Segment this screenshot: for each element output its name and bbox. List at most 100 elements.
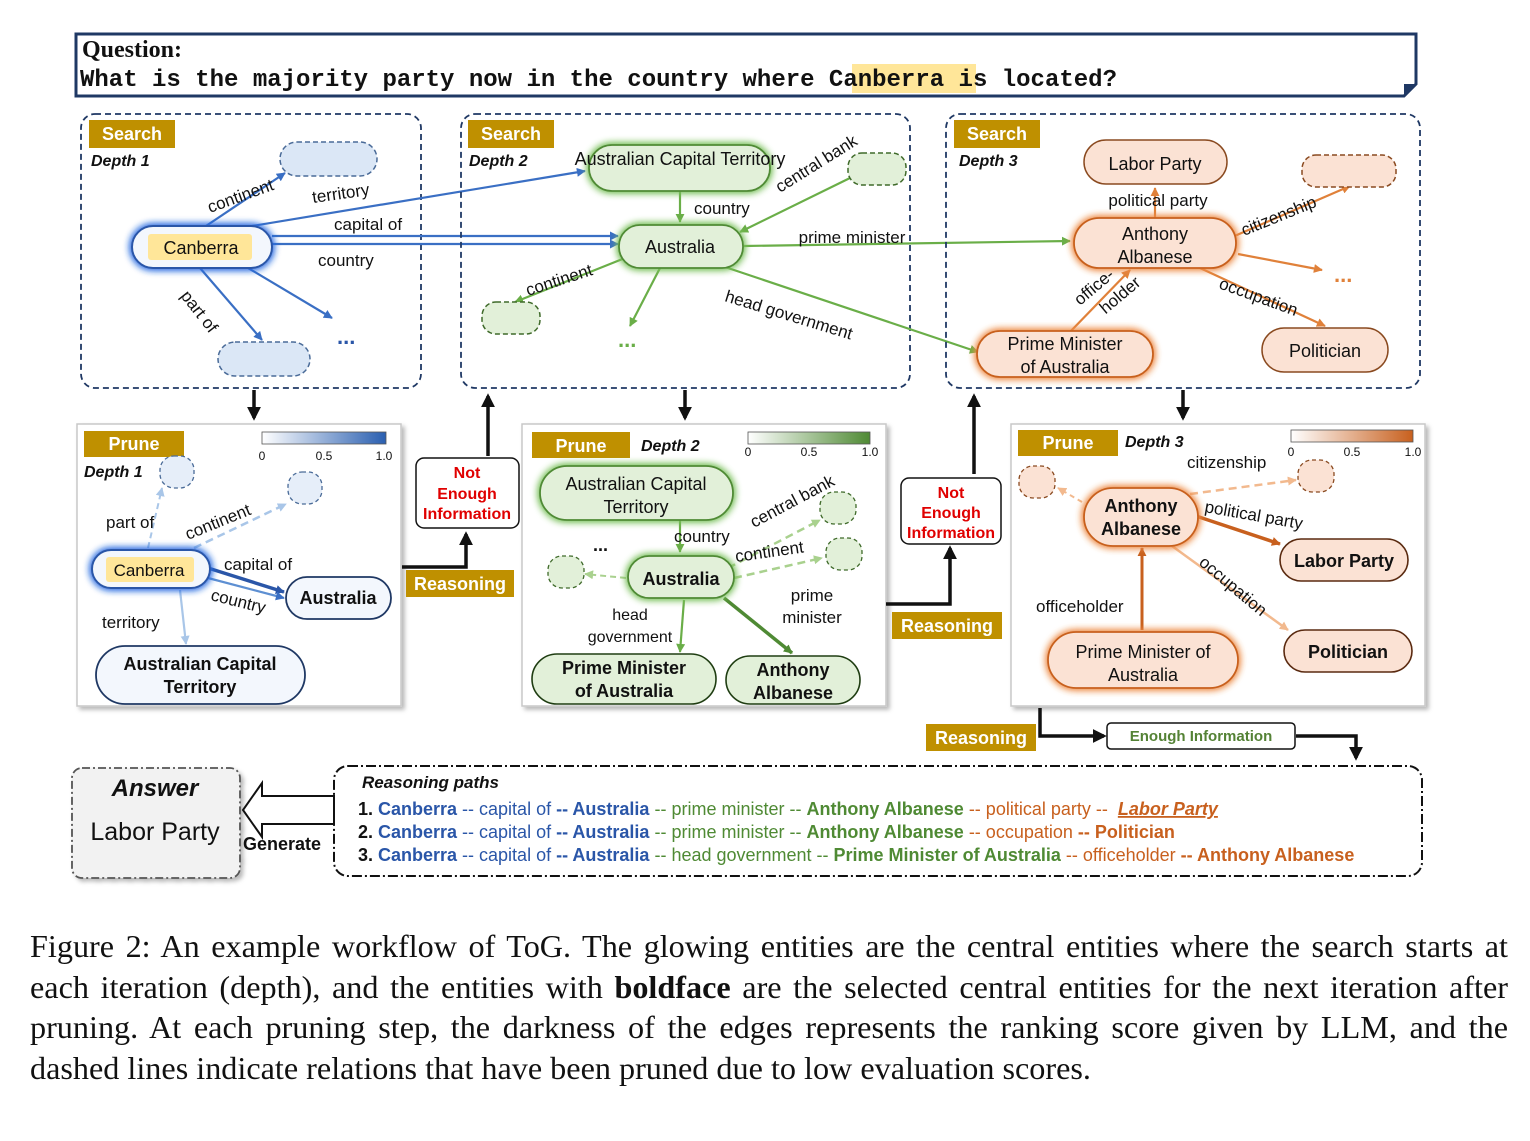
path-segment: Anthony Albanese (806, 822, 963, 842)
path-segment: -- prime minister -- (649, 799, 806, 819)
edge-label-part-of: part of (106, 513, 154, 532)
unknown-node (1297, 459, 1335, 493)
unknown-node (547, 555, 585, 589)
edge-country (207, 576, 285, 601)
unknown-node (847, 152, 907, 186)
edge-part-of (199, 267, 263, 341)
edge-capital-of (207, 566, 285, 594)
reasoning-paths-box: Reasoning paths 1. Canberra -- capital o… (333, 765, 1423, 877)
edge-head-government (676, 599, 686, 653)
path-segment: Prime Minister of Australia (834, 845, 1062, 865)
not-enough-info-2: Not Enough Information (900, 477, 1002, 545)
reasoning-path-2: 2. Canberra -- capital of -- Australia -… (358, 822, 1175, 842)
svg-text:Reasoning: Reasoning (935, 728, 1027, 748)
node-politician (1283, 629, 1413, 673)
node-act (95, 645, 306, 705)
answer-title: Answer (111, 775, 200, 802)
figure-caption: Figure 2: An example workflow of ToG. Th… (30, 926, 1508, 1088)
path-segment: Labor Party (1118, 799, 1219, 819)
question-text: What is the majority party now in the co… (80, 67, 1117, 94)
unknown-node (825, 537, 863, 571)
edge-continent (193, 502, 287, 550)
edge-office-holder (1067, 269, 1131, 335)
edge-occupation (1171, 544, 1289, 632)
ellipsis: ... (618, 327, 636, 352)
edge-prime-minister (743, 236, 1071, 248)
path-segment: -- head government -- (649, 845, 833, 865)
edge-label-prime-minister: prime minister (799, 228, 906, 247)
node-canberra: Canberra (163, 238, 239, 258)
answer-box: Answer Labor Party (71, 767, 241, 879)
prune-tag-label: Prune (555, 436, 606, 456)
edge-more (1237, 252, 1323, 273)
svg-text:Information: Information (423, 506, 511, 523)
reasoning-tag-2: Reasoning (892, 612, 1002, 639)
prune-tag-label: Prune (1042, 433, 1093, 453)
depth-label: Depth 3 (959, 153, 1018, 170)
path-segment: -- political party -- (964, 799, 1118, 819)
prune-panel-depth1: Prune Depth 1 0 0.5 1.0 Canberra Austral… (76, 423, 402, 707)
edge-label-territory: territory (102, 613, 160, 632)
path-segment: -- capital of (457, 845, 556, 865)
node-pm-australia (531, 653, 717, 705)
search-tag (954, 120, 1040, 148)
node-australia: Australia (645, 237, 716, 257)
question-highlight: Canberra (829, 67, 944, 94)
unknown-node (1301, 154, 1397, 188)
edge-central-bank (739, 177, 851, 233)
question-label: Question: (82, 37, 182, 63)
node-politician (1261, 327, 1389, 373)
depth-label: Depth 1 (84, 464, 143, 481)
node-canberra: Canberra (114, 561, 185, 580)
edge-label-part-of: part of (177, 287, 222, 337)
ellipsis: ... (337, 324, 355, 349)
edge-label-territory: territory (311, 180, 371, 207)
path-segment: -- capital of (457, 822, 556, 842)
prune-tag-label: Prune (108, 434, 159, 454)
edge-label-political-party: political party (1108, 191, 1208, 210)
edge-label-citizenship: citizenship (1187, 453, 1266, 472)
path-segment: -- capital of (457, 799, 556, 819)
ellipsis: ... (593, 535, 608, 555)
search-panel-depth1: Search Depth 1 Canberra continent territ… (80, 113, 619, 389)
search-tag-label: Search (967, 124, 1027, 144)
edge-label-citizenship: citizenship (1238, 192, 1319, 239)
tog-workflow-diagram: Question: What is the majority party now… (71, 32, 1426, 879)
edge-label-continent: continent (523, 260, 595, 299)
edge-political-party (1195, 514, 1281, 546)
search-tag (468, 120, 554, 148)
edge-label-capital-of: capital of (224, 555, 292, 574)
search-tag-label: Search (481, 124, 541, 144)
flow-arrows (247, 390, 1363, 761)
edge-label-continent: continent (205, 175, 277, 217)
path-segment: Anthony Albanese (806, 799, 963, 819)
score-colorbar (1290, 429, 1414, 443)
svg-text:Reasoning: Reasoning (414, 574, 506, 594)
svg-text:Enough: Enough (437, 486, 497, 503)
edge-label-country: country (674, 527, 730, 546)
node-australia-label: Australia (299, 588, 377, 608)
depth-label: Depth 2 (469, 153, 528, 170)
not-enough-info-1: Not Enough Information (415, 457, 520, 529)
answer-value: Labor Party (90, 818, 220, 846)
svg-text:Enough: Enough (921, 505, 981, 522)
depth-label: Depth 2 (641, 438, 700, 455)
edge-continent (205, 172, 286, 227)
path-segment: -- prime minister -- (649, 822, 806, 842)
edge-territory (178, 589, 190, 645)
colorbar-ticks: 0 0.5 1.0 (259, 449, 393, 463)
path-segment: -- Australia (556, 799, 650, 819)
svg-text:1.0: 1.0 (376, 449, 393, 463)
edge-head-government (721, 264, 979, 354)
edge-citizenship (1189, 476, 1297, 496)
unknown-node (481, 301, 541, 335)
depth-label: Depth 1 (91, 153, 150, 170)
edge-occupation (1199, 267, 1326, 327)
